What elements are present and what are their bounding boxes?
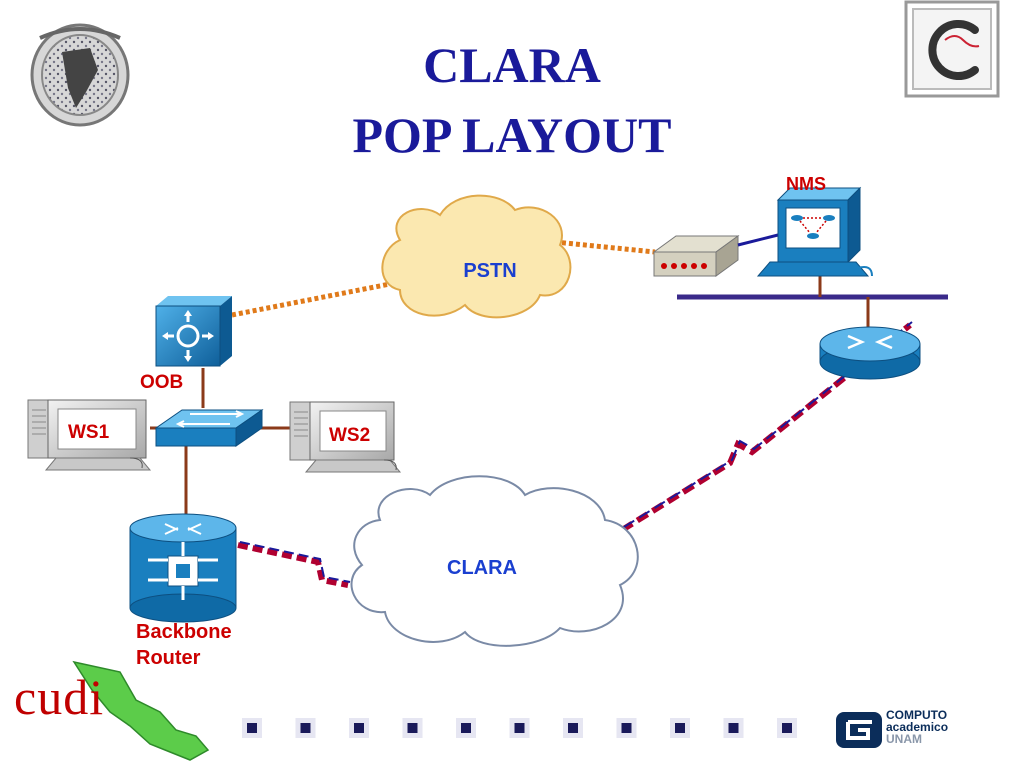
clara-cloud (350, 475, 639, 647)
ws2-workstation (289, 401, 402, 473)
footer-bullets (242, 718, 797, 738)
backbone-label-line-2: Router (136, 647, 201, 669)
footer-bullet (514, 723, 525, 733)
footer-bullet (675, 723, 685, 733)
cudi-logo: cudi (14, 669, 105, 725)
pstn-cloud (381, 194, 572, 319)
nms-label: NMS (786, 174, 826, 194)
pstn-label: PSTN (463, 260, 516, 282)
ws1-label: WS1 (68, 422, 110, 443)
computo-text-1: COMPUTO (886, 708, 948, 722)
footer-bullet (461, 723, 471, 733)
oob-pstn-link (231, 280, 396, 318)
lan-switch (154, 409, 264, 447)
backbone-label-line-1: Backbone (136, 621, 232, 643)
oob-label: OOB (140, 372, 183, 393)
footer-bullet (568, 723, 578, 733)
backbone-router (129, 513, 237, 623)
nms-station (756, 186, 873, 277)
clara-cloud-label: CLARA (447, 557, 517, 579)
footer-bullet (728, 723, 739, 733)
ws2-label: WS2 (329, 425, 370, 446)
oob-access-server (155, 296, 232, 367)
unam-seal-logo (30, 23, 130, 127)
edge-router (819, 326, 921, 380)
pstn-modem-link (554, 239, 656, 255)
clara-router-serial-link (620, 321, 913, 533)
computo-academico-logo (836, 712, 882, 748)
computo-academico-logo-text: COMPUTO academico UNAM (886, 709, 948, 745)
modem (652, 235, 740, 277)
clara-logo (904, 0, 1000, 98)
footer-bullet (247, 723, 257, 733)
computo-text-3: UNAM (886, 732, 922, 746)
footer-bullet (621, 723, 632, 733)
modem-nms-link (737, 233, 779, 247)
ws1-workstation (27, 399, 152, 471)
title-line-1: CLARA (423, 37, 601, 93)
footer-bullet (407, 723, 418, 733)
backbone-clara-serial-link (237, 541, 351, 588)
footer-bullet (300, 723, 311, 733)
title-line-2: POP LAYOUT (352, 107, 672, 163)
footer-bullet (782, 723, 792, 733)
computo-text-2: academico (886, 720, 949, 734)
footer-bullet (354, 723, 364, 733)
mexico-map (72, 660, 210, 761)
